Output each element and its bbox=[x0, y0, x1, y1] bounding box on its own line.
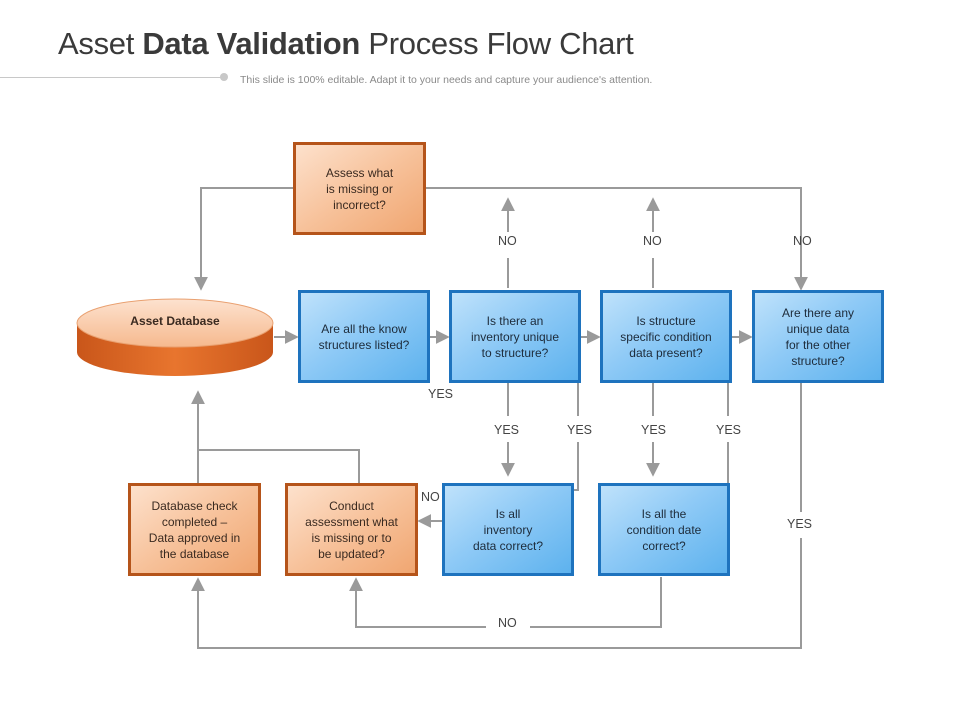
q2-node-text: Is there an inventory unique to structur… bbox=[470, 313, 560, 360]
database-check-node-text: Database check completed – Data approved… bbox=[148, 498, 241, 561]
connector-assess-to-database bbox=[194, 187, 294, 291]
yes-label: YES bbox=[641, 423, 667, 437]
database-check-node: Database check completed – Data approved… bbox=[128, 483, 261, 576]
connector-cond-no bbox=[530, 577, 662, 628]
yes-label: YES bbox=[567, 423, 593, 437]
asset-database-label: Asset Database bbox=[130, 314, 220, 328]
q3-node: Is structure specific condition data pre… bbox=[600, 290, 732, 383]
yes-label: YES bbox=[716, 423, 742, 437]
q4-node-text: Are there any unique data for the other … bbox=[781, 305, 855, 368]
assess-node-text: Assess what is missing or incorrect? bbox=[325, 165, 394, 212]
yes-label: YES bbox=[494, 423, 520, 437]
assess-node: Assess what is missing or incorrect? bbox=[293, 142, 426, 235]
connector-q4-yes-2 bbox=[191, 538, 802, 649]
q3-node-text: Is structure specific condition data pre… bbox=[620, 313, 712, 360]
title-part: Asset bbox=[58, 26, 143, 61]
header-divider bbox=[0, 77, 222, 78]
q2-node: Is there an inventory unique to structur… bbox=[449, 290, 581, 383]
no-label: NO bbox=[793, 234, 812, 248]
q1-node-text: Are all the know structures listed? bbox=[318, 321, 410, 352]
page-title: Asset Data Validation Process Flow Chart bbox=[58, 26, 634, 62]
connector-conduct-up bbox=[198, 449, 360, 483]
condition-correct-node-text: Is all the condition date correct? bbox=[626, 506, 702, 553]
conduct-assessment-node: Conduct assessment what is missing or to… bbox=[285, 483, 418, 576]
yes-label: YES bbox=[787, 517, 813, 531]
page-subtitle: This slide is 100% editable. Adapt it to… bbox=[240, 74, 653, 86]
header-divider-dot bbox=[220, 73, 228, 81]
inventory-correct-node: Is all inventory data correct? bbox=[442, 483, 574, 576]
inventory-correct-node-text: Is all inventory data correct? bbox=[472, 506, 544, 553]
database-cylinder bbox=[76, 298, 274, 376]
no-label: NO bbox=[498, 234, 517, 248]
no-label: NO bbox=[498, 616, 517, 630]
no-label: NO bbox=[643, 234, 662, 248]
no-label: NO bbox=[421, 490, 440, 504]
title-part-bold: Data Validation bbox=[142, 26, 361, 61]
title-part: Process Flow Chart bbox=[360, 26, 634, 61]
conduct-assessment-node-text: Conduct assessment what is missing or to… bbox=[305, 498, 398, 561]
condition-correct-node: Is all the condition date correct? bbox=[598, 483, 730, 576]
connector-top-line bbox=[426, 187, 808, 291]
yes-label: YES bbox=[428, 387, 454, 401]
connector-q2-yes-side-2 bbox=[572, 442, 579, 491]
connector-cond-no-2 bbox=[349, 577, 486, 628]
q4-node: Are there any unique data for the other … bbox=[752, 290, 884, 383]
q1-node: Are all the know structures listed? bbox=[298, 290, 430, 383]
